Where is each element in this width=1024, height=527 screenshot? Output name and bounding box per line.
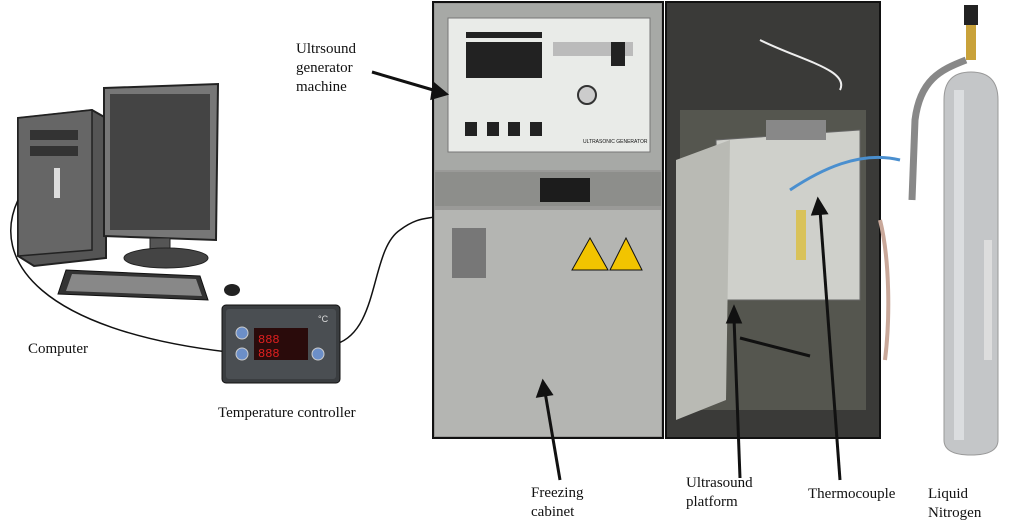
computer-label: Computer	[28, 341, 88, 357]
temperature-controller-device: 888 888	[221, 304, 341, 384]
temperature-controller-label: Temperature controller	[218, 405, 356, 421]
ultrasound-platform-photo	[665, 1, 901, 439]
controller-unit-label: °C	[318, 314, 329, 324]
liquid-nitrogen-label: Liquid Nitrogen	[928, 486, 982, 521]
annotation-arrows	[371, 70, 842, 481]
controller-cable	[335, 214, 441, 345]
freezing-cabinet-photo	[432, 1, 664, 439]
label-line: Ultrasound	[686, 475, 753, 491]
label-line: Freezing	[531, 485, 584, 501]
computer-monitor	[103, 82, 220, 269]
freezing-cabinet-label: Freezing cabinet	[531, 484, 583, 522]
label-line: platform	[686, 494, 738, 510]
liquid-nitrogen-cylinder	[908, 5, 999, 456]
label-line: machine	[296, 79, 347, 95]
thermocouple-label: Thermocouple	[808, 486, 896, 502]
label-line: Ultrsound	[296, 41, 356, 57]
ultrasound-platform-label: Ultrasound platform	[686, 474, 753, 512]
computer-keyboard	[57, 269, 240, 301]
label-line: generator	[296, 60, 353, 76]
computer-cable	[10, 199, 229, 353]
computer-tower	[17, 108, 107, 268]
label-line: cabinet	[531, 504, 575, 520]
ultrasound-generator-label: Ultrsound generator machine	[296, 40, 356, 97]
generator-panel-label: ULTRASONIC GENERATOR	[583, 139, 648, 145]
svg-text:888: 888	[258, 333, 280, 347]
svg-text:888: 888	[258, 347, 280, 361]
